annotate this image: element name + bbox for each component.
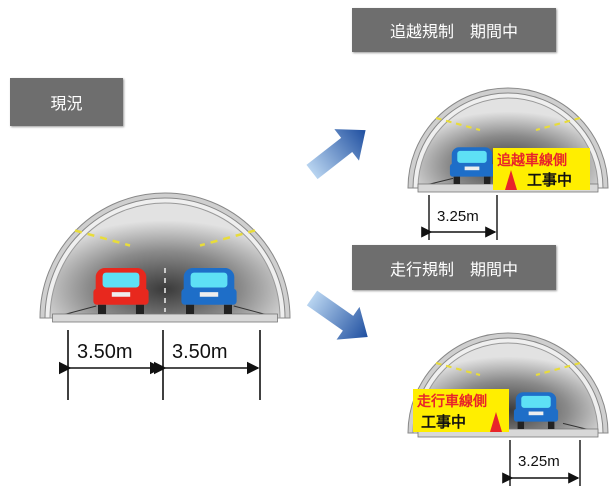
sign-text: 追越車線側 [497,152,567,169]
car-plate [528,411,544,416]
car-plate [111,292,131,297]
road-curb [52,313,278,323]
lane-width-right: 3.50m [172,341,228,363]
sign-text: 走行車線側 [417,393,487,410]
red-car-icon [93,268,149,314]
label-passing-restriction: 追越規制 期間中 [352,8,556,52]
car-wheel [98,304,107,314]
car-wheel [135,304,144,314]
car-bumper [513,408,559,422]
blue-car-icon [449,147,495,184]
blue-car-icon [181,268,237,314]
lane-width-driving: 3.25m [518,453,560,470]
tunnel-lights [74,229,256,247]
dimension-passing [421,195,498,240]
car-wheel [483,176,491,184]
tunnel-current [39,192,291,323]
tunnel-lights [435,116,581,132]
sign-text: 工事中 [527,171,572,189]
dimension-driving [502,440,581,486]
lane-width-left: 3.50m [77,341,133,363]
label-current: 現況 [10,78,123,126]
car-window [190,272,228,288]
arrow-up-right-icon [306,129,366,180]
tunnel-lights [435,361,581,377]
blue-car-icon [513,392,559,429]
car-window [457,150,487,163]
car-plate [464,166,480,171]
car-wheel [186,304,195,314]
arrow-down-right-icon [306,290,368,340]
dimension-current [58,330,261,400]
car-wheel [547,421,555,429]
car-wheel [223,304,232,314]
car-wheel [517,421,525,429]
construction-sign-driving: 走行車線側 工事中 [413,389,509,432]
label-driving-restriction: 走行規制 期間中 [352,245,556,290]
traffic-cone-icon [505,170,517,190]
road-edge [62,305,268,316]
car-wheel [453,176,461,184]
sign-text: 工事中 [421,413,466,431]
car-window [521,395,551,408]
traffic-cone-icon [490,412,502,432]
car-plate [199,292,219,297]
construction-sign-passing: 追越車線側 工事中 [493,148,590,190]
car-window [102,272,140,288]
lane-width-passing: 3.25m [437,208,479,225]
